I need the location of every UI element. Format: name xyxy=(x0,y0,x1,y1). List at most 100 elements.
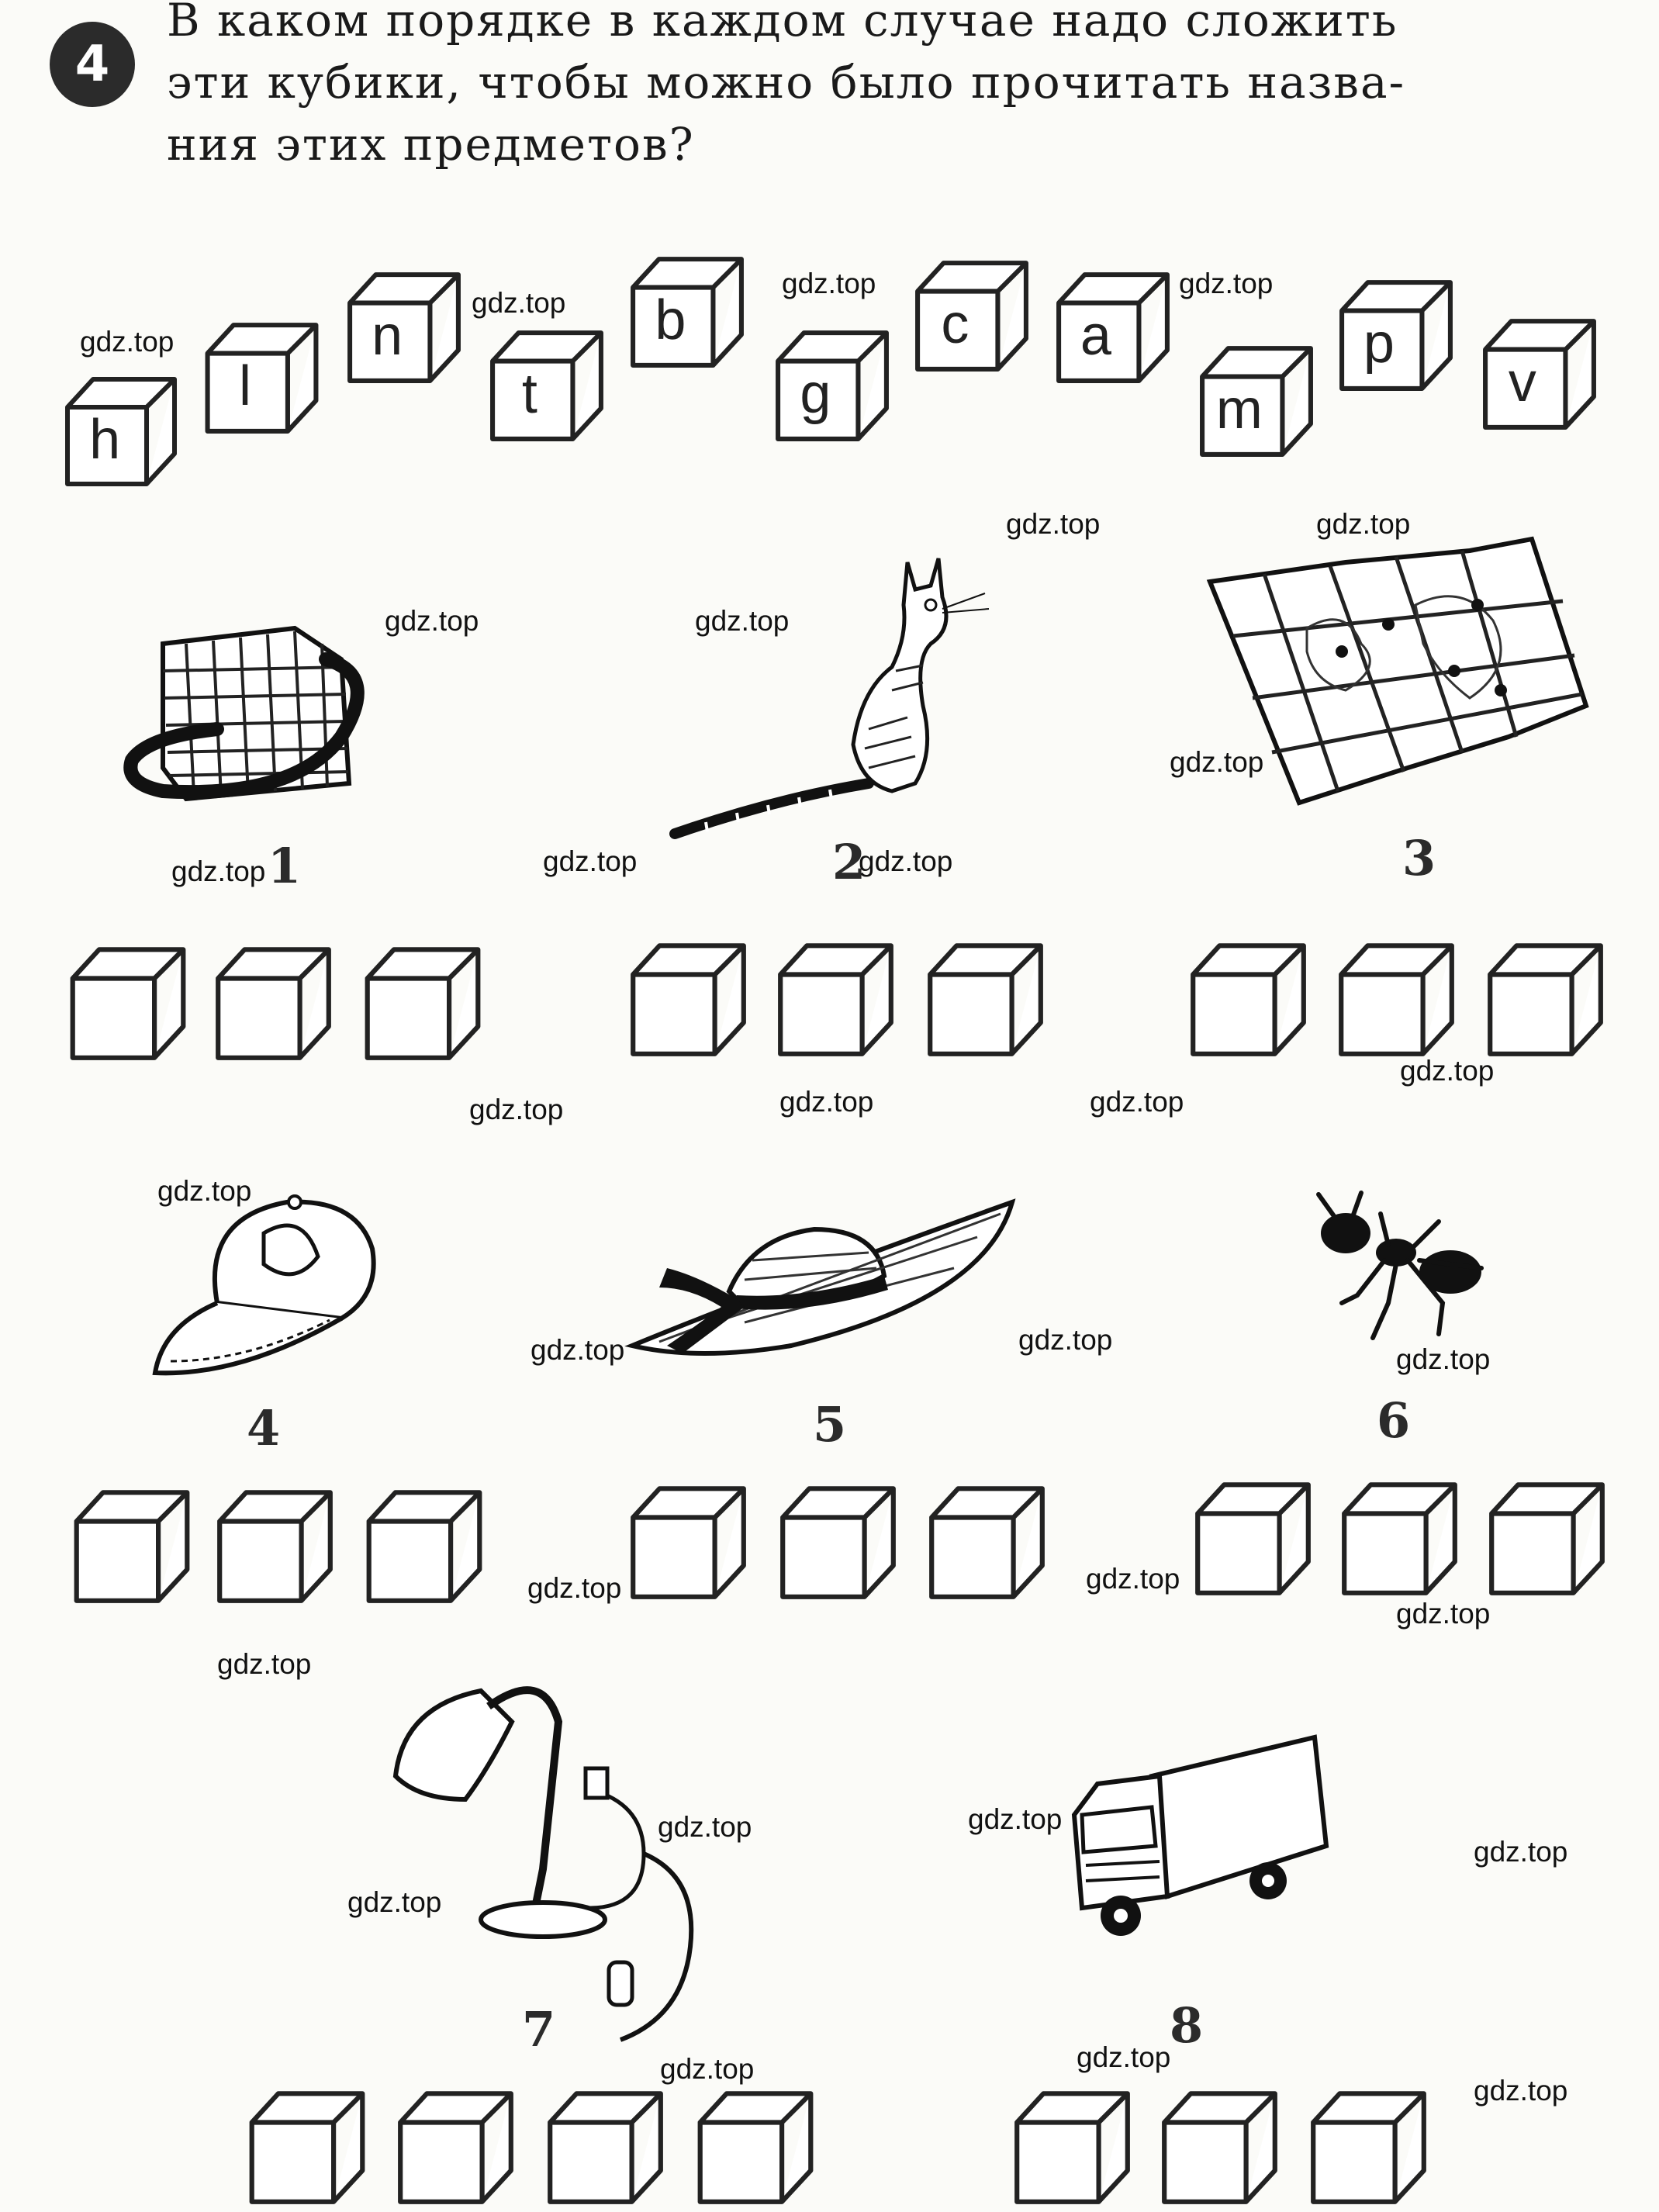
cube-letter: v xyxy=(1508,351,1536,414)
watermark: gdz.top xyxy=(660,2053,755,2085)
task-line-3: ния этих предметов? xyxy=(167,118,695,171)
cube-icon xyxy=(1489,1482,1605,1595)
hat-icon xyxy=(624,1198,1016,1356)
answer-cube-8-1[interactable] xyxy=(1008,2086,1136,2207)
task-line-2: эти кубики, чтобы можно было прочитать н… xyxy=(167,56,1406,109)
cube-icon xyxy=(216,947,331,1060)
answer-cube-7-3[interactable] xyxy=(541,2086,669,2207)
cube-icon xyxy=(74,1490,190,1603)
lamp-icon xyxy=(392,1686,694,2042)
letter-cube-v[interactable]: v xyxy=(1474,314,1605,432)
cube-letter: h xyxy=(89,409,121,471)
answer-cube-8-2[interactable] xyxy=(1156,2086,1284,2207)
letter-cube-c[interactable]: c xyxy=(907,256,1036,374)
cube-icon xyxy=(70,947,186,1060)
cube-letter: b xyxy=(655,289,686,352)
watermark: gdz.top xyxy=(1396,1343,1491,1375)
letter-cube-h[interactable]: h xyxy=(59,372,183,489)
answer-cube-7-1[interactable] xyxy=(242,2086,372,2207)
watermark: gdz.top xyxy=(859,845,953,877)
truck-icon xyxy=(1071,1734,1329,1936)
cube-icon xyxy=(249,2091,365,2204)
answer-cube-2-3[interactable] xyxy=(921,938,1049,1059)
cube-icon xyxy=(347,272,461,383)
cube-icon xyxy=(776,330,889,441)
item-number-2: 2 xyxy=(832,834,866,890)
letter-cube-n[interactable]: n xyxy=(339,268,469,385)
watermark: gdz.top xyxy=(171,855,266,887)
cube-icon xyxy=(366,1490,482,1603)
answer-cube-1-2[interactable] xyxy=(209,942,337,1063)
answer-cube-4-2[interactable] xyxy=(211,1485,339,1605)
answer-cube-3-3[interactable] xyxy=(1481,938,1609,1059)
answer-cube-4-3[interactable] xyxy=(358,1485,490,1605)
letter-cube-g[interactable]: g xyxy=(768,326,897,444)
cube-letter: p xyxy=(1363,313,1395,375)
answer-cube-5-3[interactable] xyxy=(923,1481,1051,1602)
answer-cube-6-2[interactable] xyxy=(1336,1478,1464,1598)
watermark: gdz.top xyxy=(695,605,790,637)
cube-letter: g xyxy=(800,363,831,426)
watermark: gdz.top xyxy=(527,1572,622,1604)
cube-letter: n xyxy=(372,305,403,368)
answer-cube-6-1[interactable] xyxy=(1189,1478,1317,1598)
bag-icon xyxy=(123,625,365,802)
watermark: gdz.top xyxy=(1474,2075,1568,2107)
answer-cube-1-1[interactable] xyxy=(67,942,189,1063)
letter-cube-t[interactable]: t xyxy=(481,326,613,444)
watermark: gdz.top xyxy=(157,1175,252,1207)
watermark: gdz.top xyxy=(1018,1324,1113,1356)
letter-cube-m[interactable]: m xyxy=(1191,341,1322,459)
watermark: gdz.top xyxy=(658,1811,752,1843)
cube-icon xyxy=(490,330,603,441)
answer-cube-3-2[interactable] xyxy=(1332,938,1460,1059)
watermark: gdz.top xyxy=(80,326,175,358)
answer-cube-7-2[interactable] xyxy=(392,2086,520,2207)
letter-cube-p[interactable]: p xyxy=(1330,275,1462,393)
answer-cube-2-1[interactable] xyxy=(624,938,752,1059)
watermark: gdz.top xyxy=(968,1803,1063,1835)
lamp-picture xyxy=(388,1675,714,2048)
task-number-badge: 4 xyxy=(50,22,135,107)
cube-icon xyxy=(548,2091,663,2204)
answer-cube-8-3[interactable] xyxy=(1305,2086,1433,2207)
answer-cube-5-1[interactable] xyxy=(624,1481,752,1602)
cube-icon xyxy=(205,323,319,434)
watermark: gdz.top xyxy=(385,605,479,637)
hat-picture xyxy=(624,1191,1016,1361)
letter-cube-b[interactable]: b xyxy=(623,252,752,370)
cube-icon xyxy=(65,377,177,486)
answer-cube-6-3[interactable] xyxy=(1483,1478,1611,1598)
cube-icon xyxy=(1200,346,1313,457)
item-number-5: 5 xyxy=(813,1396,847,1453)
cube-letter: c xyxy=(941,293,969,356)
cube-icon xyxy=(928,943,1043,1056)
watermark: gdz.top xyxy=(1006,508,1101,540)
answer-cube-5-2[interactable] xyxy=(774,1481,902,1602)
watermark: gdz.top xyxy=(217,1648,312,1680)
answer-cube-4-1[interactable] xyxy=(70,1485,194,1605)
item-number-4: 4 xyxy=(247,1400,281,1457)
watermark: gdz.top xyxy=(1170,746,1264,778)
bag-picture xyxy=(116,613,411,814)
letter-cube-a[interactable]: a xyxy=(1047,268,1179,385)
item-number-8: 8 xyxy=(1170,1997,1204,2054)
answer-cube-2-2[interactable] xyxy=(772,938,900,1059)
map-icon xyxy=(1206,536,1589,806)
task-line-1: В каком порядке в каждом случае надо сло… xyxy=(167,0,1398,47)
cube-icon xyxy=(398,2091,513,2204)
cube-icon xyxy=(1488,943,1603,1056)
watermark: gdz.top xyxy=(1474,1836,1568,1868)
watermark: gdz.top xyxy=(543,845,638,877)
watermark: gdz.top xyxy=(1316,508,1411,540)
cube-icon xyxy=(1339,280,1453,391)
answer-cube-1-3[interactable] xyxy=(357,942,489,1063)
cube-icon xyxy=(631,943,746,1056)
answer-cube-3-1[interactable] xyxy=(1184,938,1312,1059)
answer-cube-7-4[interactable] xyxy=(690,2086,821,2207)
ant-picture xyxy=(1303,1187,1489,1342)
letter-cube-l[interactable]: l xyxy=(198,318,326,436)
watermark: gdz.top xyxy=(1090,1086,1184,1118)
watermark: gdz.top xyxy=(779,1086,874,1118)
watermark: gdz.top xyxy=(347,1886,442,1918)
